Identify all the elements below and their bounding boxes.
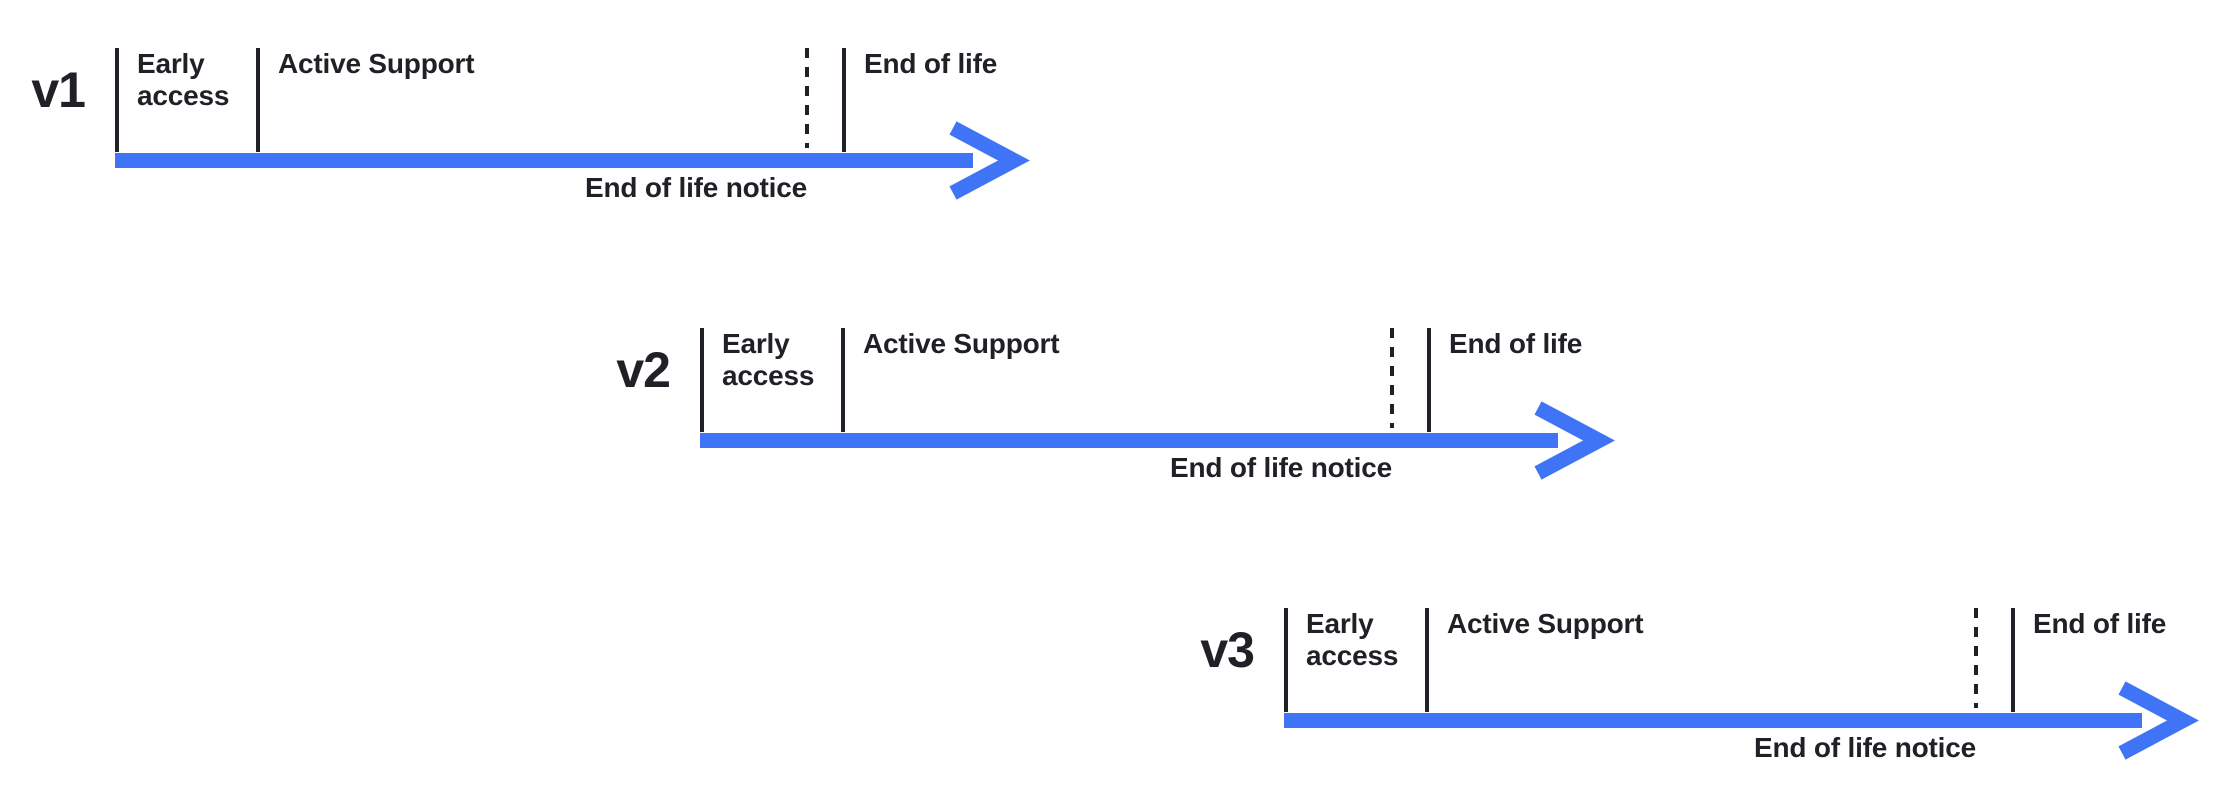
end-of-life-label: End of life: [1449, 328, 1583, 359]
timeline-arrow-icon: [700, 401, 1615, 480]
eol-notice-label: End of life notice: [1170, 452, 1392, 483]
active-support-start-tick: [841, 328, 845, 432]
timeline-row-v3: v3 Early access Active Support End of li…: [1200, 608, 2228, 808]
end-of-life-label: End of life: [864, 48, 998, 79]
early-access-start-tick: [1284, 608, 1288, 712]
active-support-label: Active Support: [863, 328, 1060, 359]
end-of-life-tick: [842, 48, 846, 152]
active-support-start-tick: [256, 48, 260, 152]
eol-notice-label: End of life notice: [1754, 732, 1976, 763]
timeline-arrow-icon: [1284, 681, 2199, 760]
version-label: v3: [1200, 622, 1255, 678]
early-access-label: Early access: [1306, 608, 1399, 671]
end-of-life-label: End of life: [2033, 608, 2167, 639]
eol-notice-dashed-tick: [805, 48, 809, 148]
timeline-arrow-icon: [115, 121, 1030, 200]
timeline-row-v2: v2 Early access Active Support End of li…: [616, 328, 1652, 528]
early-access-label: Early access: [137, 48, 230, 111]
eol-notice-dashed-tick: [1974, 608, 1978, 708]
active-support-label: Active Support: [1447, 608, 1644, 639]
active-support-label: Active Support: [278, 48, 475, 79]
eol-notice-dashed-tick: [1390, 328, 1394, 428]
version-label: v1: [31, 62, 86, 118]
end-of-life-tick: [1427, 328, 1431, 432]
eol-notice-label: End of life notice: [585, 172, 807, 203]
active-support-start-tick: [1425, 608, 1429, 712]
version-label: v2: [616, 342, 671, 398]
timeline-row-v1: v1 Early access Active Support End of li…: [31, 48, 1067, 248]
early-access-start-tick: [115, 48, 119, 152]
early-access-start-tick: [700, 328, 704, 432]
end-of-life-tick: [2011, 608, 2015, 712]
early-access-label: Early access: [722, 328, 815, 391]
